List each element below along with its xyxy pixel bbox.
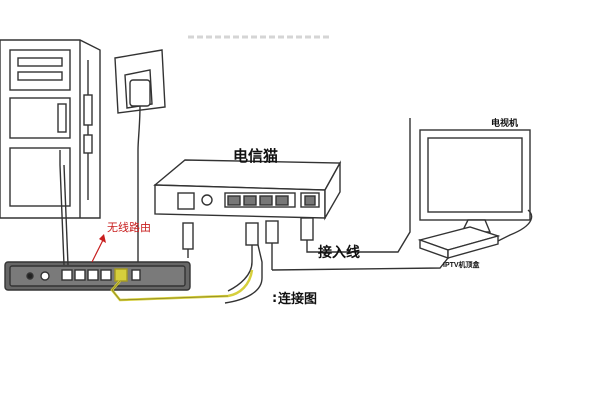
router-label: 无线路由 (107, 220, 151, 234)
pc-router-cable (59, 150, 69, 266)
iptv-label: IPTV机顶盒 (443, 260, 481, 269)
modem-icon (153, 159, 342, 221)
router-annotation-arrow (91, 234, 106, 263)
pc-tower-icon (0, 39, 101, 219)
line-in-label: 接入线 (318, 244, 360, 261)
router-icon (4, 261, 191, 291)
diagram-title: 连接图 (278, 291, 317, 307)
modem-label: 电信猫 (233, 147, 278, 165)
iptv-box-icon (417, 226, 501, 259)
tv-label: 电视机 (491, 117, 518, 128)
tv-icon (419, 129, 533, 246)
power-adapter-icon (114, 49, 166, 265)
modem-cables (182, 118, 449, 304)
diagram-title-marker: : (272, 291, 277, 306)
router-modem-cable-outline (111, 280, 229, 301)
